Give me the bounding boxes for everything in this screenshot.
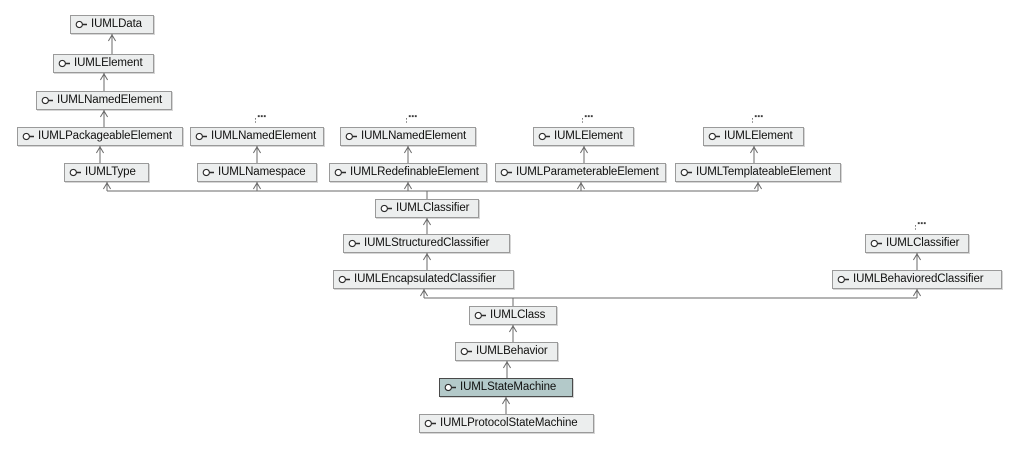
uml-node-iumltype[interactable]: IUMLType <box>64 163 149 182</box>
uml-node-label: IUMLRedefinableElement <box>350 165 479 178</box>
uml-node-label: IUMLTemplateableElement <box>696 165 831 178</box>
interface-lollipop-icon <box>195 132 207 141</box>
collapsed-hierarchy-ellipsis-icon <box>915 222 926 231</box>
interface-lollipop-icon <box>474 311 486 320</box>
uml-node-label: IUMLClassifier <box>886 236 960 249</box>
interface-lollipop-icon <box>58 59 70 68</box>
uml-node-label: IUMLNamespace <box>218 165 306 178</box>
uml-node-iumlprotocolstatemachine[interactable]: IUMLProtocolStateMachine <box>419 414 594 433</box>
uml-node-iumldata[interactable]: IUMLData <box>70 15 154 34</box>
uml-node-iumlbehavioredclassifier[interactable]: IUMLBehavioredClassifier <box>832 270 1002 289</box>
collapsed-hierarchy-ellipsis-icon <box>581 115 593 124</box>
generalization-arrowhead <box>99 73 109 81</box>
uml-node-iumlnamedelement[interactable]: IUMLNamedElement <box>340 127 476 146</box>
generalization-arrowhead <box>912 253 922 261</box>
interface-lollipop-icon <box>41 96 53 105</box>
generalization-arrowhead <box>252 146 262 154</box>
uml-node-label: IUMLElement <box>724 129 793 142</box>
uml-node-iumlclass[interactable]: IUMLClass <box>469 306 557 325</box>
uml-node-iumlclassifier[interactable]: IUMLClassifier <box>865 234 969 253</box>
uml-node-iumlstructuredclassifier[interactable]: IUMLStructuredClassifier <box>343 234 510 253</box>
uml-node-iumlstatemachine[interactable]: IUMLStateMachine <box>439 378 573 397</box>
uml-node-iumlbehavior[interactable]: IUMLBehavior <box>455 342 558 361</box>
uml-node-label: IUMLEncapsulatedClassifier <box>354 272 496 285</box>
generalization-arrowhead <box>102 182 112 190</box>
uml-node-label: IUMLStructuredClassifier <box>364 236 490 249</box>
uml-node-label: IUMLBehavior <box>476 344 548 357</box>
generalization-arrowhead <box>252 182 262 190</box>
uml-node-iumlnamedelement[interactable]: IUMLNamedElement <box>190 127 324 146</box>
uml-node-iumlencapsulatedclassifier[interactable]: IUMLEncapsulatedClassifier <box>333 270 514 289</box>
generalization-arrowhead <box>99 110 109 118</box>
interface-lollipop-icon <box>500 168 512 177</box>
interface-lollipop-icon <box>202 168 214 177</box>
uml-node-label: IUMLElement <box>554 129 623 142</box>
uml-node-label: IUMLElement <box>74 56 143 69</box>
uml-node-label: IUMLPackageableElement <box>38 129 172 142</box>
uml-node-label: IUMLParameterableElement <box>516 165 659 178</box>
uml-node-label: IUMLData <box>91 17 142 30</box>
collapsed-hierarchy-ellipsis-icon <box>406 115 417 124</box>
uml-node-iumlnamedelement[interactable]: IUMLNamedElement <box>36 91 172 110</box>
uml-node-iumlparameterableelement[interactable]: IUMLParameterableElement <box>495 163 666 182</box>
uml-node-label: IUMLStateMachine <box>460 380 557 393</box>
interface-lollipop-icon <box>75 20 87 29</box>
uml-node-iumlnamespace[interactable]: IUMLNamespace <box>197 163 317 182</box>
interface-lollipop-icon <box>69 168 81 177</box>
uml-node-label: IUMLNamedElement <box>361 129 467 142</box>
interface-lollipop-icon <box>680 168 692 177</box>
uml-node-iumlclassifier[interactable]: IUMLClassifier <box>375 199 479 218</box>
collapsed-hierarchy-ellipsis-icon <box>751 115 763 124</box>
interface-lollipop-icon <box>338 275 350 284</box>
uml-node-label: IUMLProtocolStateMachine <box>440 416 578 429</box>
generalization-arrowhead <box>403 182 413 190</box>
interface-lollipop-icon <box>460 347 472 356</box>
interface-lollipop-icon <box>348 239 360 248</box>
uml-node-iumlelement[interactable]: IUMLElement <box>53 54 154 73</box>
generalization-arrowhead <box>419 289 429 297</box>
generalization-arrowhead <box>422 253 432 261</box>
uml-node-iumlredefinableelement[interactable]: IUMLRedefinableElement <box>329 163 487 182</box>
uml-node-iumlelement[interactable]: IUMLElement <box>533 127 634 146</box>
uml-node-iumlelement[interactable]: IUMLElement <box>703 127 804 146</box>
interface-lollipop-icon <box>538 132 550 141</box>
collapsed-hierarchy-ellipsis-icon <box>255 115 266 124</box>
interface-lollipop-icon <box>334 168 346 177</box>
interface-lollipop-icon <box>870 239 882 248</box>
interface-lollipop-icon <box>444 383 456 392</box>
generalization-arrowhead <box>107 34 117 42</box>
interface-lollipop-icon <box>708 132 720 141</box>
generalization-arrowhead <box>403 146 413 154</box>
generalization-arrowhead <box>912 289 922 297</box>
generalization-arrowhead <box>422 218 432 226</box>
interface-lollipop-icon <box>22 132 34 141</box>
generalization-arrowhead <box>576 182 586 190</box>
uml-node-label: IUMLClass <box>490 308 546 321</box>
generalization-arrowhead <box>501 397 511 405</box>
interface-lollipop-icon <box>837 275 849 284</box>
uml-node-label: IUMLNamedElement <box>57 93 163 106</box>
generalization-arrowhead <box>502 361 512 369</box>
interface-lollipop-icon <box>380 204 392 213</box>
generalization-arrowhead <box>749 146 759 154</box>
uml-node-iumltemplateableelement[interactable]: IUMLTemplateableElement <box>675 163 841 182</box>
uml-node-label: IUMLClassifier <box>396 201 470 214</box>
interface-lollipop-icon <box>424 419 436 428</box>
uml-node-label: IUMLBehavioredClassifier <box>853 272 984 285</box>
generalization-arrowhead <box>753 182 763 190</box>
uml-node-label: IUMLNamedElement <box>211 129 317 142</box>
generalization-arrowhead <box>579 146 589 154</box>
uml-node-label: IUMLType <box>85 165 136 178</box>
generalization-arrowhead <box>508 325 518 333</box>
uml-node-iumlpackageableelement[interactable]: IUMLPackageableElement <box>17 127 183 146</box>
interface-lollipop-icon <box>345 132 357 141</box>
generalization-arrowhead <box>95 146 105 154</box>
